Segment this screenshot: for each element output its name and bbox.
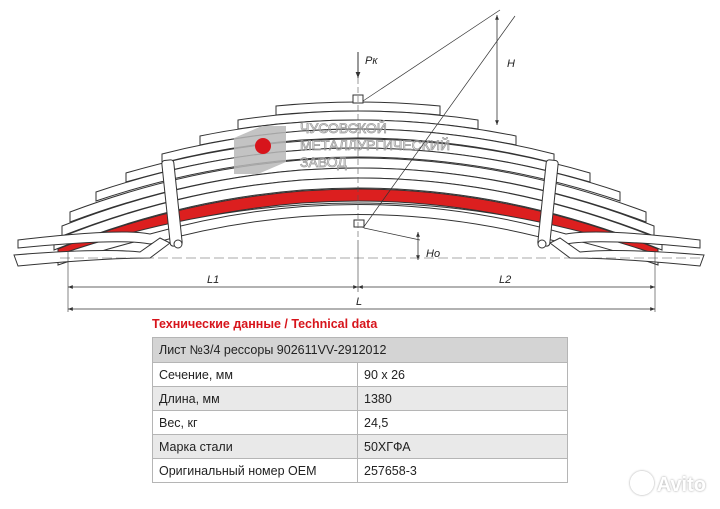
spring-leaf (53, 177, 663, 251)
label-h: H (507, 58, 515, 70)
row-label: Вес, кг (152, 410, 358, 435)
label-ho: Ho (426, 248, 440, 260)
table-header-row: Лист №3/4 рессоры 902611VV-2912012 (152, 337, 568, 363)
watermark-text: Avito (656, 474, 706, 496)
logo-line-2: МЕТАЛЛУРГИЧЕСКИЙ (300, 136, 450, 153)
table-row: Вес, кг 24,5 (152, 410, 568, 435)
row-value: 50ХГФА (357, 434, 568, 459)
row-value: 257658-3 (357, 458, 568, 483)
row-label: Марка стали (152, 434, 358, 459)
avito-watermark: Avito (629, 471, 706, 497)
label-pk: Pк (365, 55, 378, 67)
row-label: Длина, мм (152, 386, 358, 411)
table-row: Длина, мм 1380 (152, 386, 568, 411)
logo-line-1: ЧУСОВСКОЙ (300, 119, 387, 136)
clamp-bolt (537, 239, 547, 249)
leaf-spring-drawing: ЧУСОВСКОЙ МЕТАЛЛУРГИЧЕСКИЙ ЗАВОД Pк H Ho… (13, 9, 705, 312)
row-value: 1380 (357, 386, 568, 411)
label-l: L (356, 296, 362, 308)
table-title: Технические данные / Technical data (152, 317, 378, 331)
manufacturer-logo: ЧУСОВСКОЙ МЕТАЛЛУРГИЧЕСКИЙ ЗАВОД (234, 119, 450, 174)
technical-data-table: Лист №3/4 рессоры 902611VV-2912012 Сечен… (152, 337, 568, 483)
row-value: 90 х 26 (357, 362, 568, 387)
row-label: Оригинальный номер OEM (152, 458, 358, 483)
avito-logo-icon (629, 471, 654, 495)
row-value: 24,5 (357, 410, 568, 435)
table-row: Сечение, мм 90 х 26 (152, 362, 568, 387)
center-bolt (352, 60, 365, 240)
table-row: Марка стали 50ХГФА (152, 434, 568, 459)
logo-line-3: ЗАВОД (300, 154, 347, 170)
label-l1: L1 (207, 274, 219, 286)
table-row: Оригинальный номер OEM 257658-3 (152, 458, 568, 483)
clamp-bolt (173, 239, 183, 249)
row-label: Сечение, мм (152, 362, 358, 387)
spring-leaves (13, 101, 705, 267)
table-header: Лист №3/4 рессоры 902611VV-2912012 (152, 337, 568, 363)
label-l2: L2 (499, 274, 511, 286)
